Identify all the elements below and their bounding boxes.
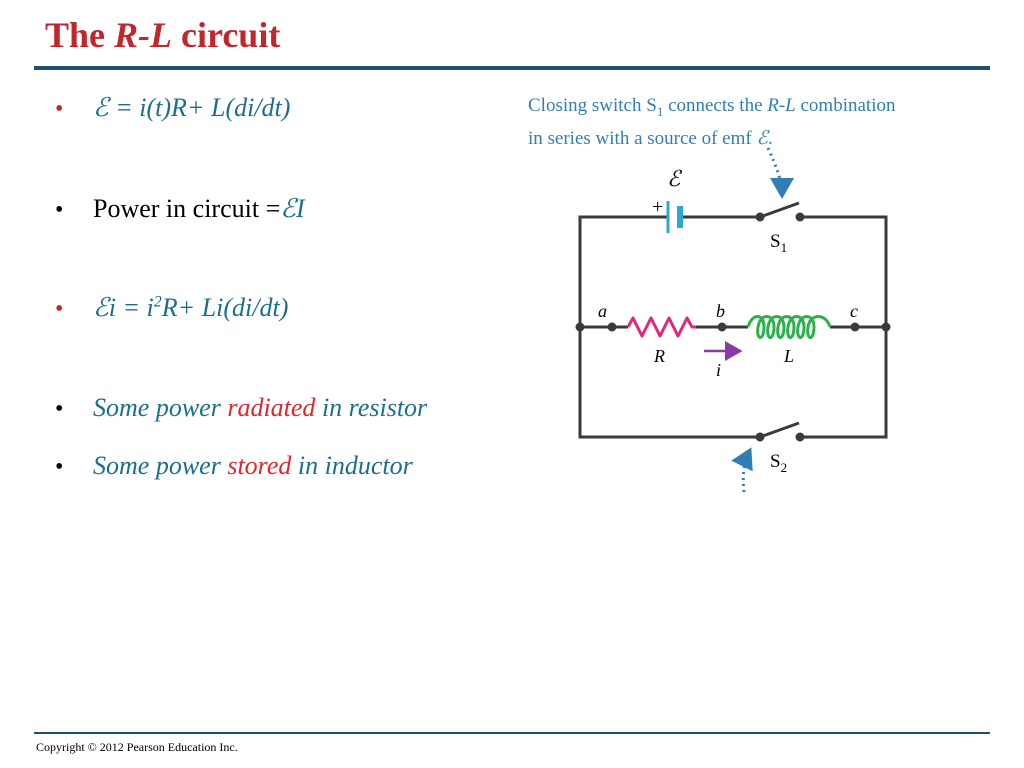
switch-s2-label: S2 [770, 451, 787, 475]
bullet-marker: • [55, 197, 64, 223]
switch-s1-label: S1 [770, 231, 787, 255]
footer-divider [34, 732, 990, 734]
emf-symbol: ℰ [667, 167, 683, 192]
node-b-label: b [716, 301, 725, 321]
circuit-wires [578, 215, 888, 439]
title-divider [34, 66, 990, 70]
switch-s2 [755, 421, 805, 442]
battery-icon [666, 201, 683, 233]
node-c-label: c [850, 301, 858, 321]
node-a-label: a [598, 301, 607, 321]
bullet-marker: • [55, 454, 64, 480]
terminal-right [881, 322, 891, 332]
inductor-icon [746, 315, 832, 339]
bullet-power-equation: • ℰi = i2R+ Li(di/dt) [55, 293, 289, 323]
slide-title: The R-L circuit [45, 15, 281, 55]
pointer-arrow-s2-icon [731, 447, 753, 493]
inductor-label: L [783, 346, 794, 366]
pointer-arrow-s1-icon [766, 147, 794, 199]
bullet-marker: • [55, 396, 64, 422]
copyright-footer: Copyright © 2012 Pearson Education Inc. [36, 740, 238, 754]
node-c [850, 322, 860, 332]
bullet-marker: • [55, 296, 64, 322]
resistor-icon [626, 316, 696, 338]
terminal-left [575, 322, 585, 332]
bullet-power-in-circuit: • Power in circuit = ℰI [55, 194, 305, 224]
bullet-marker: • [55, 96, 64, 122]
resistor-label: R [653, 346, 665, 366]
bullet-power-stored: • Some power stored in inductor [55, 451, 413, 480]
circuit-caption: Closing switch S1 connects the R-L combi… [528, 95, 896, 149]
bullet-power-radiated: • Some power radiated in resistor [55, 393, 428, 422]
bullet-emf-equation: • ℰ = i(t)R+ L(di/dt) [55, 93, 291, 123]
battery-plus-sign: + [652, 196, 663, 218]
node-a [607, 322, 617, 332]
current-label: i [716, 360, 721, 380]
node-b [717, 322, 727, 332]
switch-s1 [755, 201, 805, 222]
